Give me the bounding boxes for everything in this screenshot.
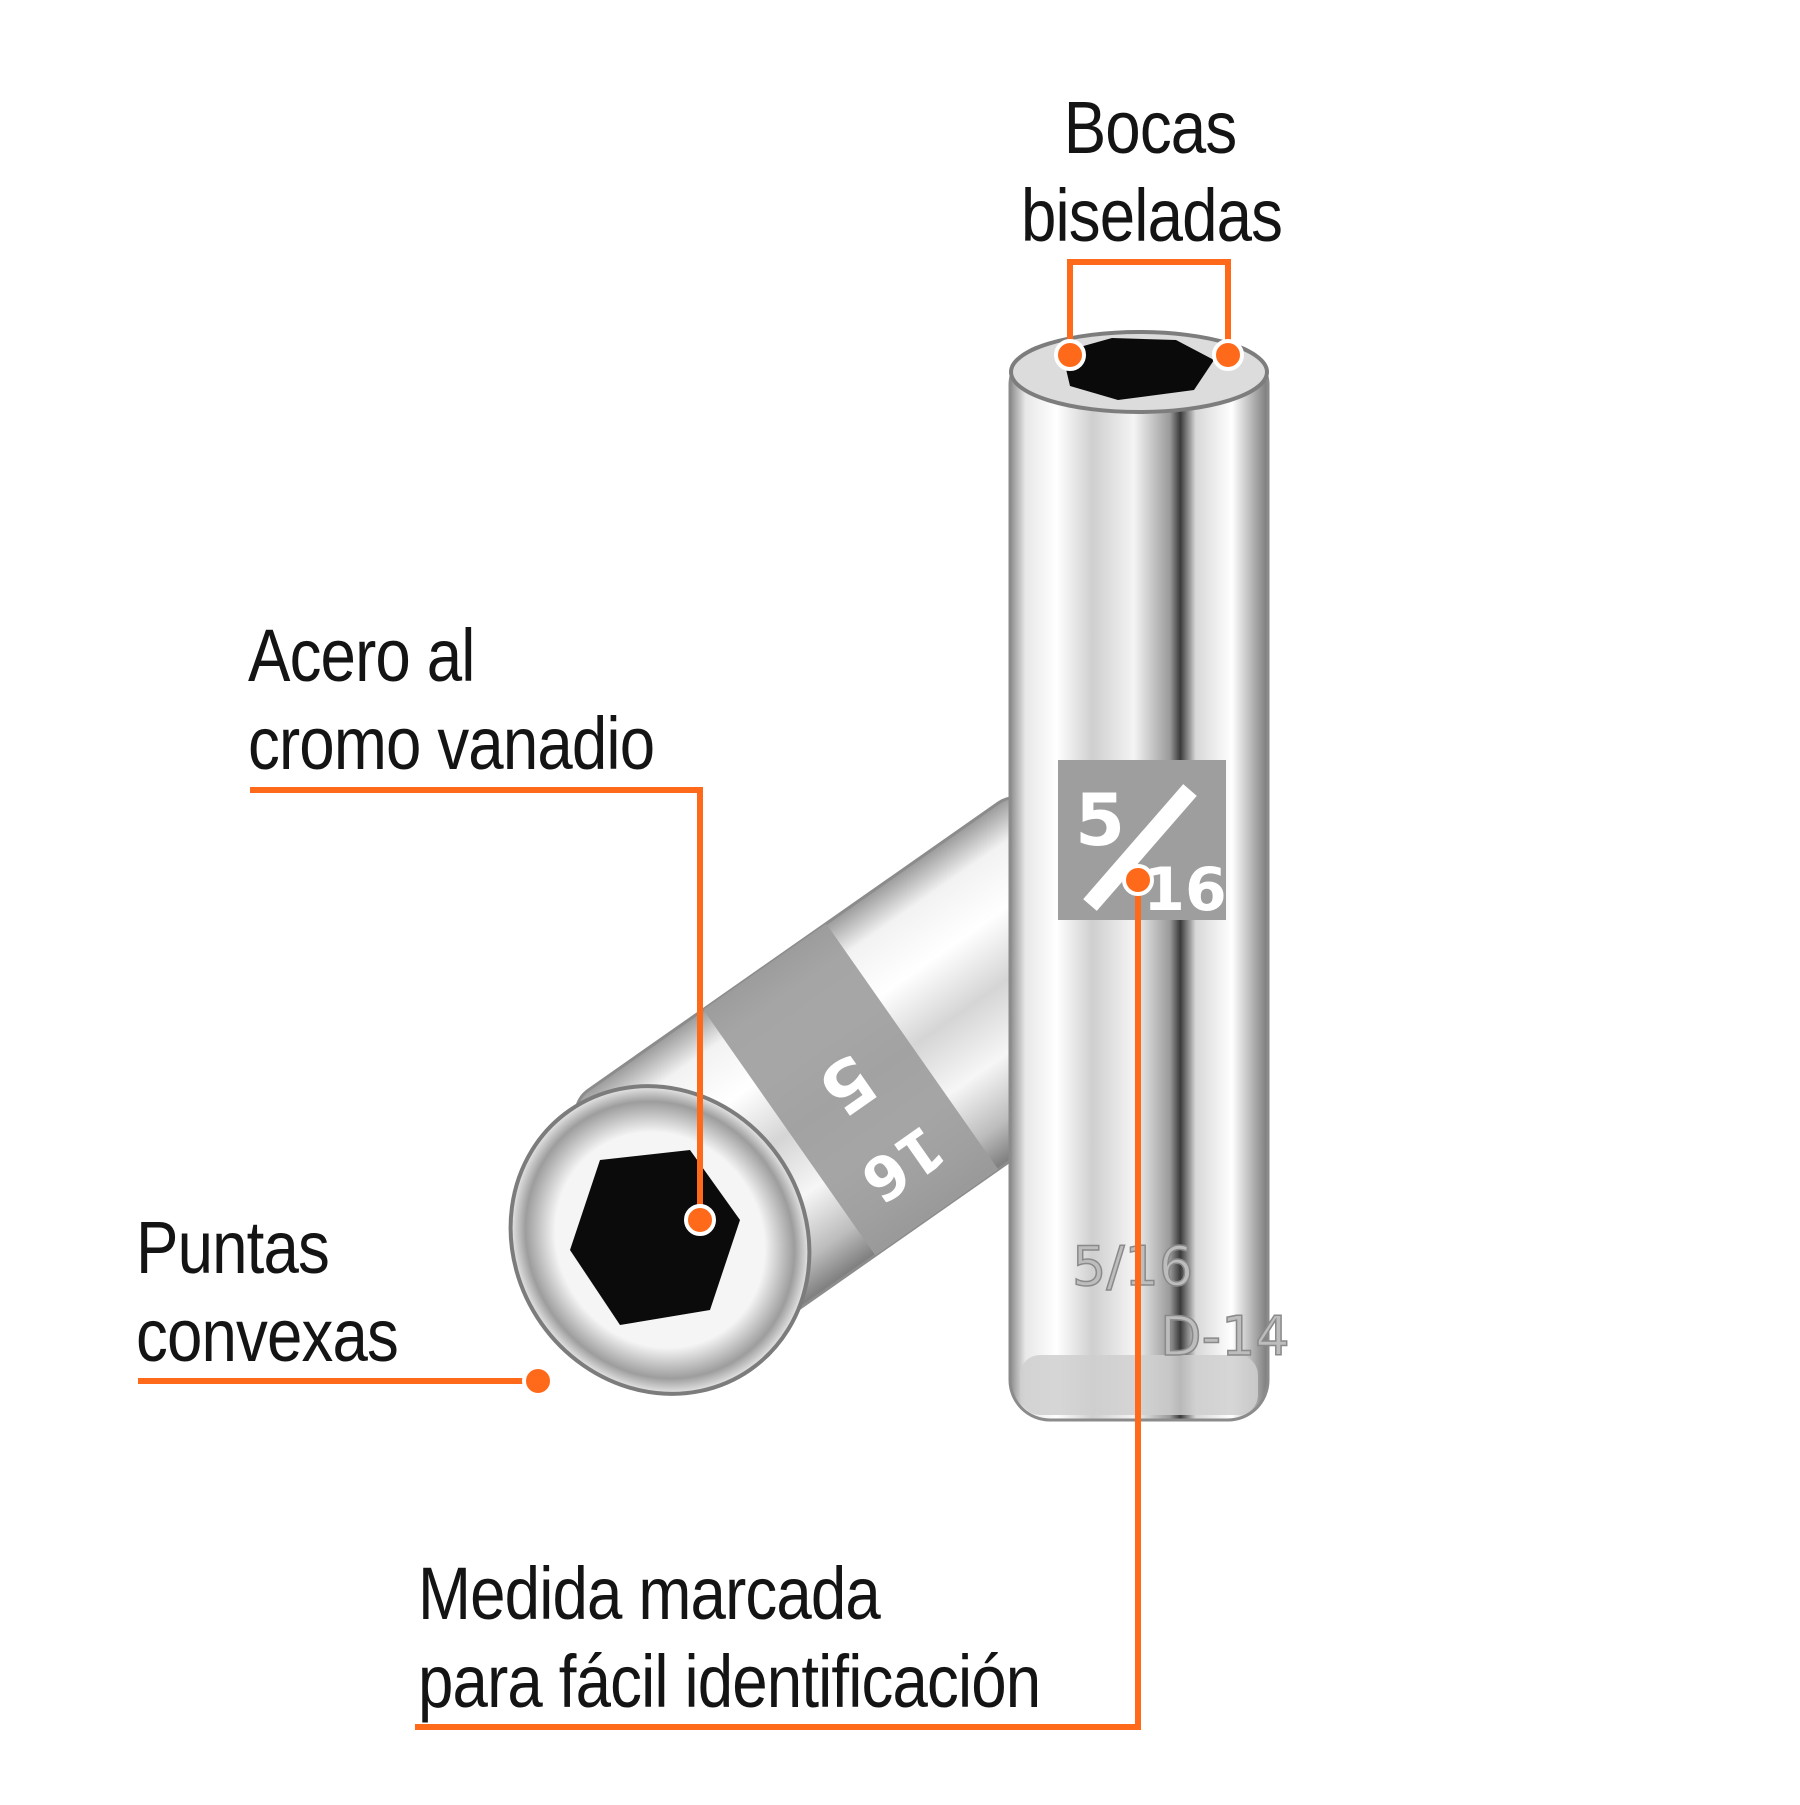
bocas-leader-line	[1067, 259, 1231, 355]
callout-puntas-line1: Puntas	[136, 1206, 330, 1289]
callout-acero-line2: cromo vanadio	[248, 702, 655, 785]
puntas-dot	[522, 1365, 554, 1397]
medida-dot	[1122, 864, 1154, 896]
bocas-left-dot	[1054, 339, 1086, 371]
standing-socket-size-top: 5	[1075, 778, 1125, 862]
callout-bocas-line2: biseladas	[1021, 174, 1283, 257]
callout-puntas-line2: convexas	[136, 1294, 399, 1377]
callout-bocas-line1: Bocas	[1063, 86, 1237, 169]
standing-socket-size-bottom: 16	[1143, 855, 1227, 925]
callout-puntas: Puntas convexas	[136, 1204, 399, 1380]
callout-dots	[522, 339, 1244, 1397]
callout-bocas: Bocas biseladas	[1021, 84, 1283, 260]
bocas-right-dot	[1212, 339, 1244, 371]
standing-socket-engraving-code: D-14	[1160, 1305, 1290, 1368]
callout-medida-line1: Medida marcada	[418, 1552, 881, 1635]
acero-dot	[684, 1204, 716, 1236]
medida-leader-line	[415, 880, 1141, 1730]
callout-leaders	[138, 259, 1231, 1730]
callout-medida: Medida marcada para fácil identificación	[418, 1550, 1041, 1726]
callout-acero: Acero al cromo vanadio	[248, 612, 655, 788]
standing-socket-hex-opening	[1062, 338, 1214, 400]
callout-acero-line1: Acero al	[248, 614, 475, 697]
lying-socket-size-band	[703, 923, 999, 1256]
standing-socket-engraving-size: 5/16	[1072, 1235, 1193, 1298]
standing-socket: 5 16 5/16 D-14	[1008, 330, 1291, 1422]
standing-socket-fraction-bar	[1083, 784, 1197, 911]
callout-medida-line2: para fácil identificación	[418, 1640, 1041, 1723]
acero-leader-line	[250, 787, 703, 1220]
